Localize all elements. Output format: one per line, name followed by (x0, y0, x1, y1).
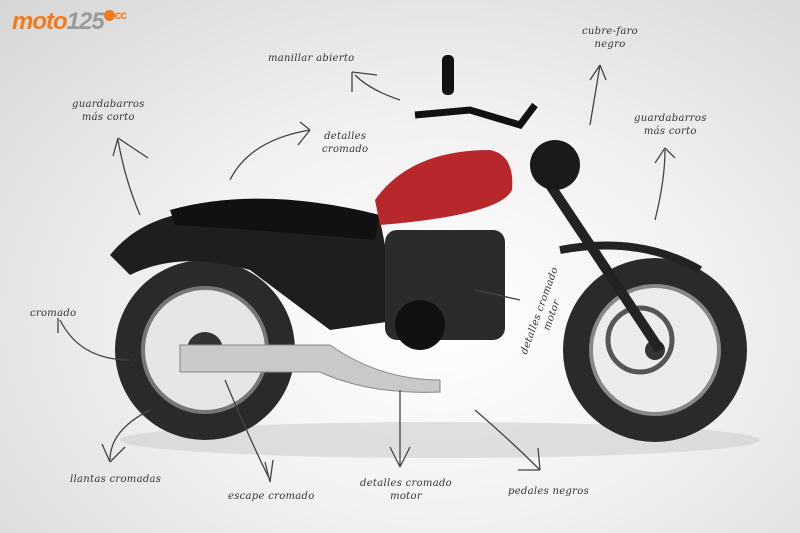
front-fender (559, 241, 703, 274)
annotation-wheels: llantas cromadas (70, 474, 162, 485)
annotation-chrome: cromado (30, 308, 77, 319)
mirror (442, 55, 454, 95)
annotation-headlight: cubre-faro negro (582, 25, 638, 51)
annotation-line: cromado (322, 144, 369, 155)
annotation-line: cubre-faro (582, 26, 638, 37)
annotation-line: detalles cromado (360, 478, 452, 489)
logo-unit: cc (114, 8, 127, 22)
handlebar (414, 102, 538, 130)
annotation-line: más corto (81, 112, 135, 123)
moto125cc-logo: moto125 cc (12, 8, 127, 36)
annotation-handlebar: manillar abierto (268, 53, 355, 64)
annotation-line: detalles (324, 131, 367, 142)
annotation-rear-fender: guardabarros más corto (72, 98, 145, 124)
annotation-line: más corto (643, 126, 697, 137)
annotation-line: guardabarros (634, 113, 707, 124)
annotation-line: negro (594, 39, 626, 50)
annotation-tank-details: detalles cromado (322, 130, 368, 156)
annotation-pedals: pedales negros (508, 486, 590, 497)
rear-fender (110, 209, 400, 330)
headlight (530, 140, 580, 190)
seat (170, 198, 380, 240)
logo-number: 125 (66, 8, 105, 35)
annotation-line: motor (390, 491, 422, 502)
annotation-engine-details: detalles cromado motor (360, 477, 452, 503)
logo-brand: moto (12, 8, 68, 35)
fuel-tank (375, 150, 513, 225)
annotation-line: guardabarros (72, 99, 145, 110)
front-fork (535, 167, 665, 353)
exhaust (179, 344, 441, 393)
annotation-exhaust: escape cromado (228, 491, 315, 502)
logo-dot (103, 10, 115, 21)
annotation-arrows (57, 64, 676, 483)
annotation-front-fender: guardabarros más corto (634, 112, 707, 138)
